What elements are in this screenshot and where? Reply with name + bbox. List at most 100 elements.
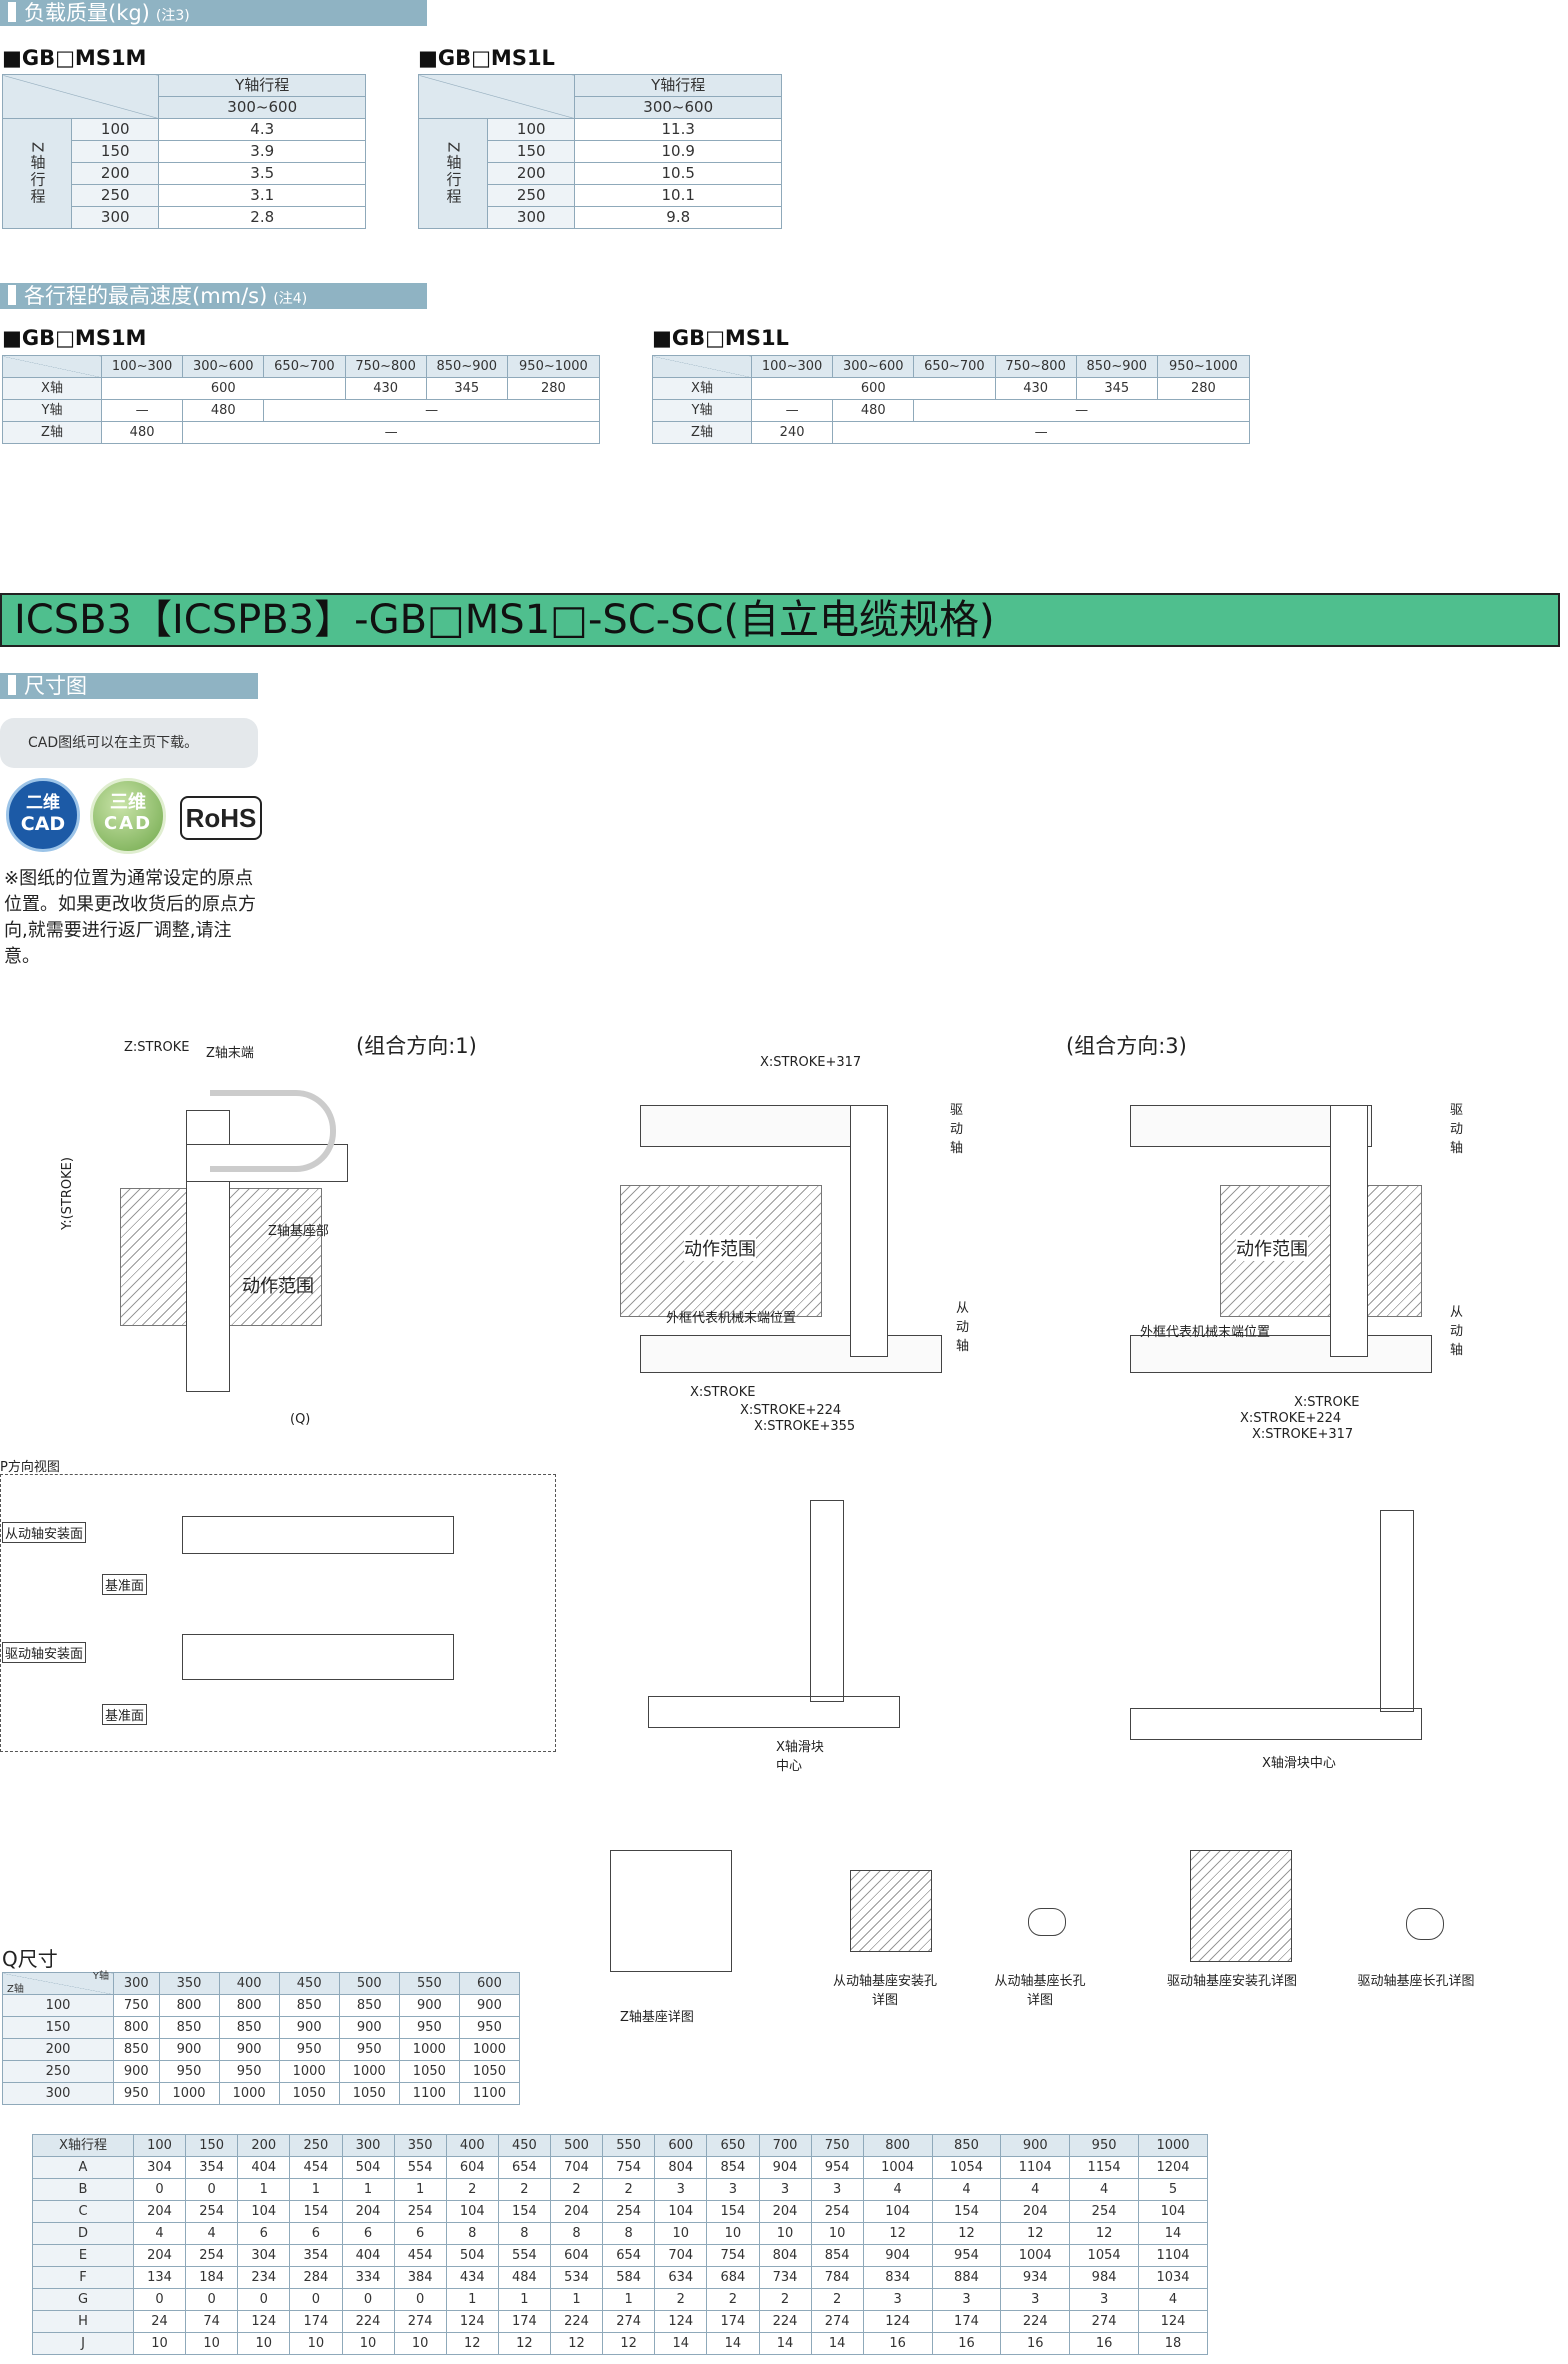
dimension-cell: 684 [706,2266,760,2289]
dimension-cell: 1054 [1069,2244,1139,2267]
dimension-cell: 104 [862,2200,933,2223]
x-stroke-value: 950 [1069,2134,1139,2157]
dimension-cell: 184 [185,2266,239,2289]
drive-long-hole-label: 驱动轴基座长孔详图 [1357,1974,1475,1989]
combo-3-label: (组合方向:3) [1066,1034,1187,1058]
dimension-cell: 174 [289,2310,343,2333]
dimension-cell: 154 [931,2200,1002,2223]
dimension-cell: 1 [445,2288,499,2311]
dimension-cell: 254 [602,2200,656,2223]
dimension-cell: 3 [1069,2288,1139,2311]
speed-value: 345 [425,377,508,400]
dimension-cell: 10 [341,2332,395,2355]
dimension-cell: 1104 [1138,2244,1208,2267]
xstroke-dim: X:STROKE [690,1385,756,1400]
drive-long-hole-detail: 驱动轴基座长孔详图 [1350,1880,1480,2010]
q-cell: 1000 [158,2082,220,2105]
speed-value: 480 [832,399,915,422]
q-cell: 900 [113,2060,160,2083]
dimension-cell: 10 [706,2222,760,2245]
dimension-cell: 654 [497,2156,552,2179]
dimension-cell: 204 [549,2200,604,2223]
dimension-cell: 534 [549,2266,604,2289]
zend-label: Z轴末端 [206,1046,254,1061]
speed-value: — [182,421,600,444]
x-stroke-value: 750 [810,2134,864,2157]
dimension-cell: 904 [862,2244,933,2267]
rohs-badge-icon: RoHS [180,796,262,840]
driven-long-hole-detail: 从动轴基座长孔详图 [988,1880,1098,2010]
dimension-cell: 854 [810,2244,864,2267]
dimension-cell: 634 [654,2266,708,2289]
dimension-cell: 1004 [1000,2244,1071,2267]
product-title: ICSB3【ICSPB3】-GB□MS1□-SC-SC(自立电缆规格) [0,593,1560,647]
dimension-cell: 3 [654,2178,708,2201]
xstroke-dim: X:STROKE [1294,1395,1360,1410]
q-cell: 1000 [338,2060,400,2083]
dimension-cell: 10 [654,2222,708,2245]
2d-cad-badge-icon[interactable]: 二维 CAD [6,778,80,852]
z-axis-body [850,1105,888,1357]
dimension-cell: 124 [237,2310,291,2333]
dimension-cell: 10 [393,2332,447,2355]
dimension-cell: 204 [341,2200,395,2223]
dimension-cell: 12 [862,2222,933,2245]
xstroke317-dim: X:STROKE+317 [1252,1427,1354,1442]
dimension-cell: 1034 [1138,2266,1208,2289]
payload-model-m: ■GB□MS1M [2,46,147,70]
y-stroke-header: Y轴行程 [574,74,782,97]
x-stroke-value: 250 [289,2134,343,2157]
q-cell: 950 [218,2060,280,2083]
q-cell: 850 [338,1994,400,2017]
x-stroke-value: 850 [931,2134,1002,2157]
dimension-cell: 174 [497,2310,552,2333]
xstroke224-dim: X:STROKE+224 [1240,1411,1342,1426]
dimension-cell: 0 [237,2288,291,2311]
dimension-cell: 904 [758,2156,812,2179]
dimension-cell: 954 [931,2244,1002,2267]
dimension-cell: 2 [497,2178,552,2201]
q-z-value: 200 [2,2038,114,2061]
q-cell: 1050 [458,2060,521,2083]
driven-base-hole-detail: 从动轴基座安装孔详图 [820,1860,950,2010]
dimension-label: A [32,2156,134,2179]
driven-long-hole-label: 从动轴基座长孔详图 [994,1974,1086,2008]
z-value: 300 [486,206,576,229]
x-stroke-value: 300 [341,2134,395,2157]
3d-cad-badge-icon[interactable]: 三维 CAD [90,778,166,854]
dimension-cell: 934 [1000,2266,1071,2289]
axis-label: X轴 [2,377,102,400]
dimension-cell: 8 [445,2222,499,2245]
origin-note: ※图纸的位置为通常设定的原点位置。如果更改收货后的原点方向,就需要进行返厂调整,… [4,868,256,967]
q-cell: 900 [458,1994,521,2017]
dimension-cell: 384 [393,2266,447,2289]
q-cell: 950 [158,2060,220,2083]
drive-shaft-label: 驱动轴 [950,1103,964,1156]
long-hole-shape [1406,1908,1444,1940]
dimension-cell: 854 [706,2156,760,2179]
zstroke-dim: Z:STROKE [124,1040,190,1055]
q-y-label: Y轴 [92,1971,109,1982]
speed-value: 480 [182,399,265,422]
range-label: 动作范围 [1236,1235,1308,1261]
q-cell: 1000 [458,2038,521,2061]
dimension-cell: 1 [341,2178,395,2201]
z-stroke-label: Z轴行程 [2,118,72,229]
speed-value: 480 [100,421,184,444]
q-cell: 1000 [278,2060,340,2083]
table-corner [1,74,160,119]
dimension-cell: 254 [185,2244,239,2267]
speed-value: 430 [344,377,427,400]
driven-rail [182,1516,454,1554]
dimension-cell: 12 [497,2332,552,2355]
payload-value: 3.5 [158,162,366,185]
dimension-cell: 884 [931,2266,1002,2289]
x-stroke-header-label: X轴行程 [32,2134,134,2157]
table-corner [2,355,102,378]
speed-value: — [913,399,1250,422]
x-stroke-value: 650 [706,2134,760,2157]
axis-label: Z轴 [652,421,752,444]
